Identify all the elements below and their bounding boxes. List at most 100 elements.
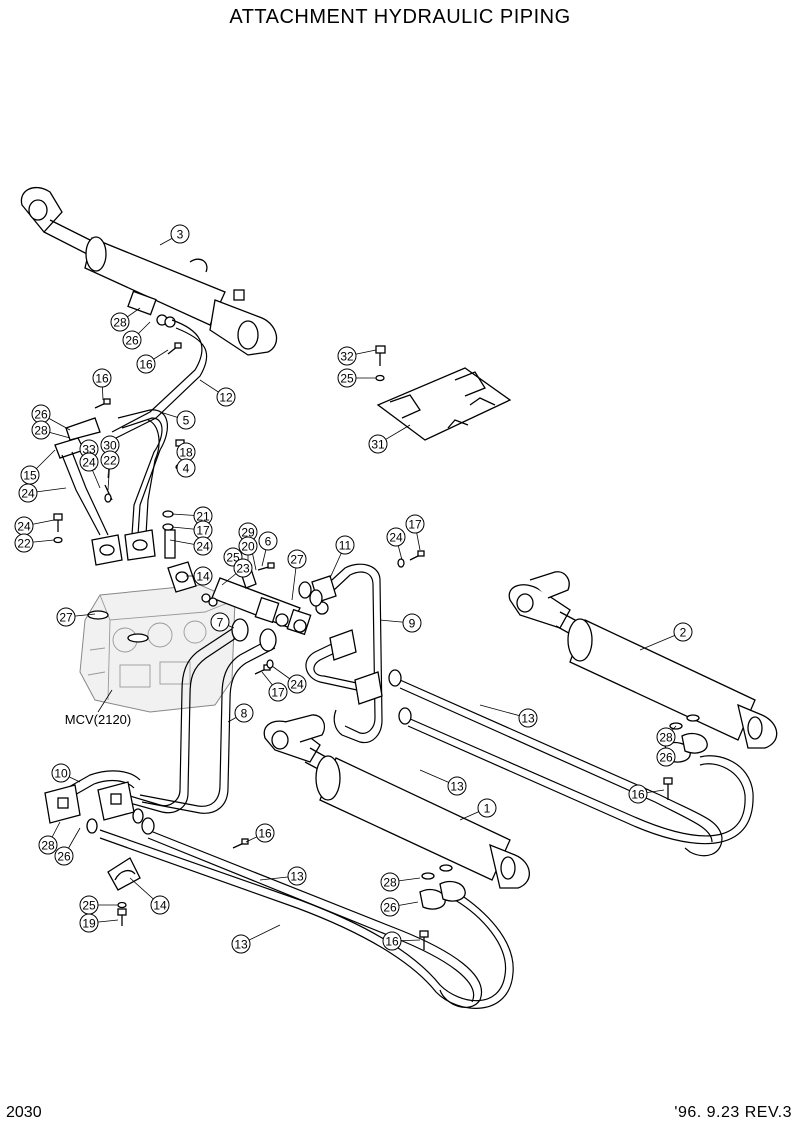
callout-number: 18 bbox=[179, 446, 193, 460]
callout-16: 16 bbox=[245, 823, 275, 843]
callout-number: 13 bbox=[290, 870, 304, 884]
callout-number: 4 bbox=[183, 462, 190, 476]
callout-28: 28 bbox=[31, 420, 71, 440]
callout-number: 29 bbox=[241, 526, 255, 540]
callout-12: 12 bbox=[199, 379, 236, 407]
pipe-12 bbox=[111, 319, 208, 439]
callout-number: 16 bbox=[631, 788, 645, 802]
callout-13: 13 bbox=[259, 866, 307, 886]
callout-number: 8 bbox=[241, 707, 248, 721]
pipe-9 bbox=[305, 629, 383, 705]
callout-number: 26 bbox=[383, 901, 397, 915]
callout-17: 17 bbox=[405, 514, 425, 551]
callout-bubble bbox=[656, 727, 676, 747]
callout-number: 6 bbox=[265, 535, 272, 549]
clamp-14 bbox=[107, 857, 141, 891]
callout-bubble bbox=[136, 354, 156, 374]
callout-16: 16 bbox=[628, 784, 665, 804]
pipe-4 bbox=[54, 417, 109, 536]
callout-bubble bbox=[258, 531, 278, 551]
callout-28: 28 bbox=[656, 725, 677, 747]
callout-number: 28 bbox=[41, 839, 55, 853]
callout-20: 20 bbox=[238, 536, 258, 566]
callout-32: 32 bbox=[337, 346, 377, 366]
callout-bubble bbox=[405, 514, 425, 534]
callout-number: 17 bbox=[196, 524, 210, 538]
callout-bubble bbox=[231, 934, 251, 954]
callout-number: 22 bbox=[103, 454, 117, 468]
callout-number: 16 bbox=[139, 358, 153, 372]
callout-number: 20 bbox=[241, 540, 255, 554]
cylinder-2 bbox=[508, 571, 778, 749]
pipe-8 bbox=[139, 618, 277, 814]
callout-number: 24 bbox=[196, 540, 210, 554]
callout-number: 22 bbox=[17, 537, 31, 551]
callout-bubble bbox=[518, 708, 538, 728]
callout-31: 31 bbox=[368, 424, 411, 454]
fitting-block-top bbox=[127, 290, 176, 328]
callout-bubble bbox=[122, 330, 142, 350]
callout-bubble bbox=[337, 346, 357, 366]
callout-number: 26 bbox=[34, 408, 48, 422]
callout-9: 9 bbox=[379, 613, 422, 633]
callout-number: 24 bbox=[389, 531, 403, 545]
callout-7: 7 bbox=[210, 612, 235, 632]
callout-number: 16 bbox=[385, 935, 399, 949]
callout-number: 14 bbox=[196, 570, 210, 584]
callout-number: 28 bbox=[34, 424, 48, 438]
callout-bubble bbox=[18, 483, 38, 503]
callout-number: 27 bbox=[290, 553, 304, 567]
callout-number: 13 bbox=[521, 712, 535, 726]
callout-23: 23 bbox=[221, 558, 253, 586]
callout-bubble bbox=[380, 872, 400, 892]
callout-number: 13 bbox=[234, 938, 248, 952]
callout-number: 30 bbox=[103, 439, 117, 453]
callout-number: 13 bbox=[450, 780, 464, 794]
callout-13: 13 bbox=[419, 769, 467, 796]
callout-bubble bbox=[233, 558, 253, 578]
mcv-valve-block bbox=[79, 584, 236, 713]
callout-bubble bbox=[673, 622, 693, 642]
callout-28: 28 bbox=[380, 872, 421, 892]
mcv-flanges bbox=[87, 529, 197, 643]
cylinder-3 bbox=[20, 187, 278, 356]
callout-number: 28 bbox=[383, 876, 397, 890]
callout-number: 15 bbox=[23, 469, 37, 483]
callout-bubble bbox=[268, 682, 288, 702]
callout-25: 25 bbox=[223, 547, 243, 575]
callout-number: 19 bbox=[82, 917, 96, 931]
callout-33: 33 bbox=[79, 439, 99, 471]
callout-number: 2 bbox=[680, 626, 687, 640]
callout-bubble bbox=[14, 533, 34, 553]
callout-number: 11 bbox=[339, 539, 352, 553]
callout-26: 26 bbox=[656, 747, 676, 767]
callout-bubble bbox=[477, 798, 497, 818]
callout-bubble bbox=[56, 607, 76, 627]
page-number: 2030 bbox=[6, 1104, 42, 1121]
callout-number: 9 bbox=[409, 617, 416, 631]
callout-22: 22 bbox=[14, 533, 55, 553]
callout-24: 24 bbox=[271, 665, 307, 694]
callout-18: 18 bbox=[176, 442, 196, 462]
callout-number: 25 bbox=[226, 551, 240, 565]
callout-4: 4 bbox=[176, 458, 196, 478]
callout-number: 28 bbox=[113, 316, 127, 330]
pipe-10 bbox=[44, 770, 144, 834]
callout-25: 25 bbox=[337, 368, 376, 388]
callout-number: 21 bbox=[196, 510, 210, 524]
callout-24: 24 bbox=[386, 527, 406, 561]
callout-bubble bbox=[210, 612, 230, 632]
callout-bubble bbox=[79, 913, 99, 933]
callout-number: 26 bbox=[659, 751, 673, 765]
callout-bubble bbox=[628, 784, 648, 804]
callout-bubble bbox=[656, 747, 676, 767]
callout-bubble bbox=[79, 452, 99, 472]
callout-19: 19 bbox=[79, 913, 119, 933]
callout-bubble bbox=[380, 897, 400, 917]
callout-number: 16 bbox=[95, 372, 109, 386]
pipe-7 bbox=[109, 624, 246, 814]
callout-number: 24 bbox=[82, 456, 96, 470]
callout-number: 24 bbox=[17, 520, 31, 534]
callout-24: 24 bbox=[169, 536, 213, 556]
callout-bubble bbox=[216, 387, 236, 407]
